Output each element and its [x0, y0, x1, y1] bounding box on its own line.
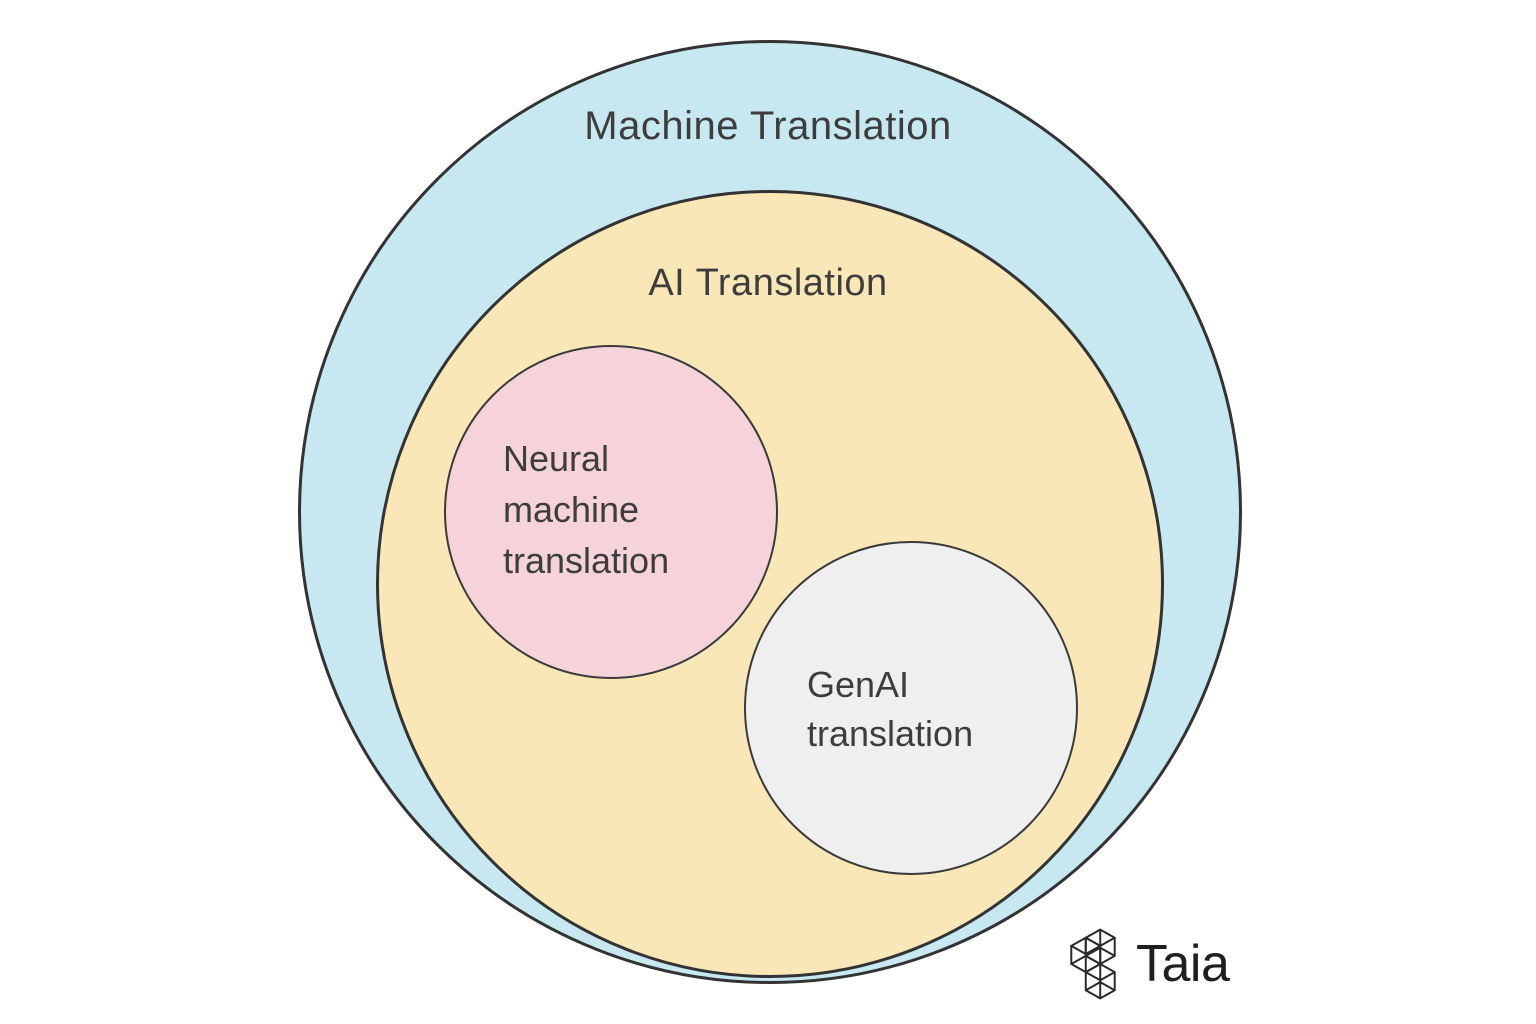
set-label-ai-translation: AI Translation: [648, 262, 888, 304]
set-circle-neural-machine-translation: [444, 345, 778, 679]
set-label-machine-translation: Machine Translation: [584, 104, 952, 148]
set-label-genai-translation: GenAI translation: [807, 664, 974, 754]
taia-cubes-logo-icon: [1066, 926, 1120, 1002]
set-circle-genai-translation: [744, 541, 1078, 875]
set-label-neural-machine-translation: Neural machine translation: [503, 438, 670, 581]
brand-wordmark: Taia: [1136, 935, 1230, 993]
brand-lockup: Taia: [1066, 926, 1230, 1002]
